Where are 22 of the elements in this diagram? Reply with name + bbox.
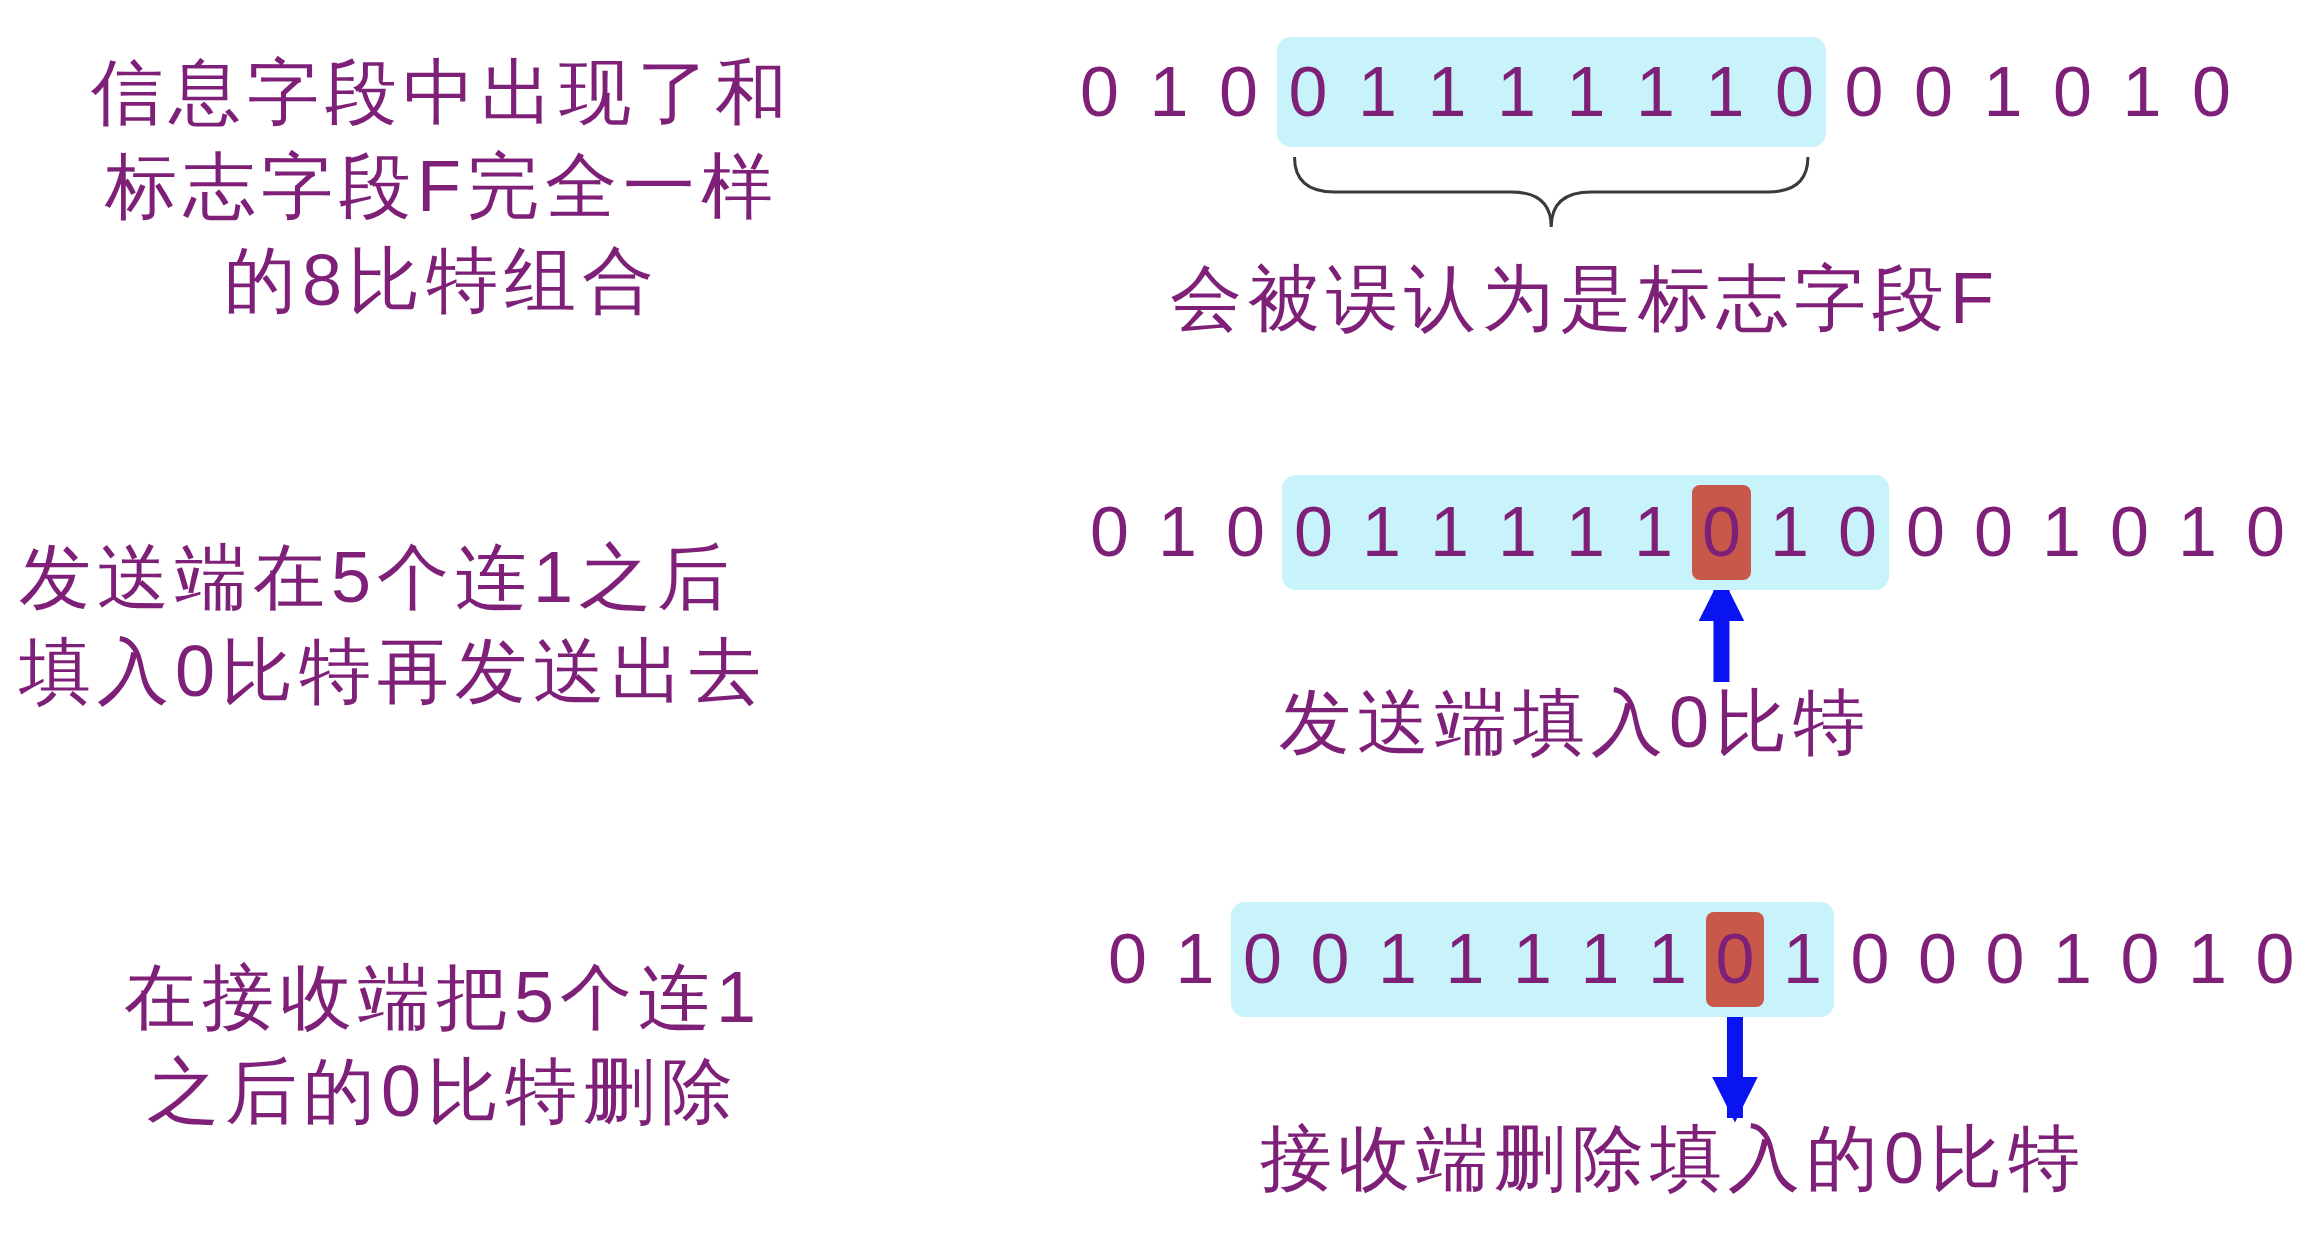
description-text: 信息字段中出现了和标志字段F完全一样的8比特组合 [90,51,794,322]
bit-string: 0 1 [1108,919,1219,1000]
bit-string: 0 0 1 0 1 0 [1844,52,2237,133]
highlight-band [1231,902,1834,1017]
highlight-band [1282,475,1889,590]
caption: 会被误认为是标志字段F [1170,258,2000,338]
bit-string: 0 1 1 1 1 1 1 0 [1288,52,1820,133]
bit-string: 0 0 0 1 0 1 0 [1850,919,2299,1000]
bit-string: 1 0 [1770,492,1882,573]
bit-string: 1 [1783,919,1827,1000]
bit-string: 0 0 1 0 1 0 [1906,492,2290,573]
bit-string: 0 1 0 [1090,492,1270,573]
description-text: 在接收端把5个连1之后的0比特删除 [122,956,764,1133]
highlight-band [1276,37,1826,147]
highlighted-bit: 0 [1705,912,1765,1007]
bit-string: 0 1 1 1 1 1 [1294,492,1678,573]
bit-string: 0 1 0 [1080,52,1264,133]
bit-string: 0 0 1 1 1 1 1 [1243,919,1692,1000]
caption: 发送端填入0比特 [1278,682,1871,762]
caption: 接收端删除填入的0比特 [1259,1118,2086,1198]
description-text: 发送端在5个连1之后填入0比特再发送出去 [19,536,769,713]
highlighted-bit: 0 [1692,485,1751,580]
